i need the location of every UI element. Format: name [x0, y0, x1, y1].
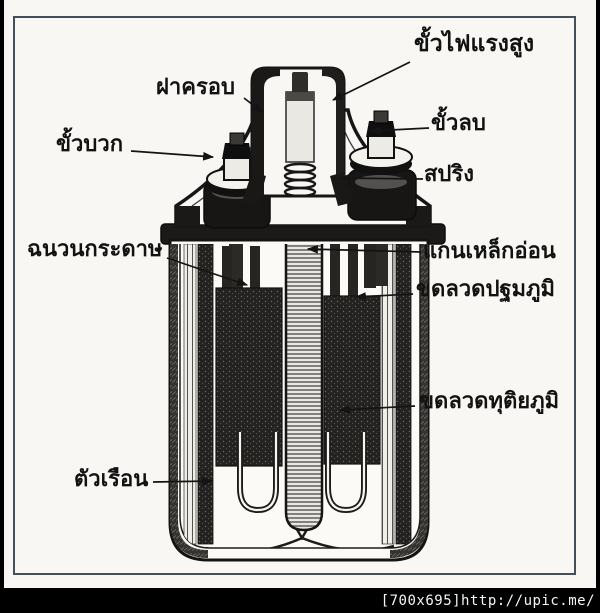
terminal-nut: [222, 143, 252, 159]
paper-insulator-left: [183, 244, 197, 545]
winding-lead: [222, 246, 232, 290]
insulator-waist: [367, 134, 395, 159]
negative-terminal-post: [374, 244, 388, 286]
label-positive-terminal: ขั้วบวก: [56, 132, 124, 157]
primary-winding-left: [197, 244, 214, 545]
terminal-stud: [229, 132, 245, 146]
winding-lead: [250, 246, 260, 290]
secondary-winding-left: [215, 287, 283, 467]
leader-hv-terminal: [332, 61, 411, 101]
hv-contact-body: [285, 91, 315, 163]
figure-frame: [13, 16, 576, 575]
terminal-stud: [373, 110, 389, 124]
label-paper-insulator: ฉนวนกระดาษ: [27, 237, 163, 262]
label-spring: สปริง: [424, 162, 474, 187]
leader-primary-coil: [354, 292, 414, 301]
winding-lead: [364, 244, 376, 288]
watermark-text: [700x695]http://upic.me/: [380, 592, 595, 609]
watermark-bar: [700x695]http://upic.me/: [0, 588, 600, 613]
label-cap: ฝาครอบ: [156, 75, 235, 100]
case-wall-left: [170, 244, 209, 558]
case-interior: [183, 244, 412, 548]
label-hv-terminal: ขั้วไฟแรงสูง: [414, 31, 535, 57]
label-iron-core: แกนเหล็กอ่อน: [423, 239, 556, 264]
leader-iron-core: [306, 244, 422, 254]
leader-lines: [130, 61, 430, 486]
leader-paper-insulator: [166, 257, 249, 287]
negative-terminal: [347, 110, 417, 221]
leader-secondary-coil: [338, 405, 416, 414]
secondary-winding-right: [323, 295, 381, 465]
label-negative-terminal: ขั้วลบ: [431, 111, 486, 136]
tower-wall-left: [252, 68, 280, 196]
winding-lead: [348, 244, 358, 296]
case-wall-right: [389, 244, 428, 558]
hv-tower: [242, 66, 354, 206]
label-case: ตัวเรือน: [74, 467, 149, 492]
winding-lead: [330, 244, 340, 296]
insulator-waist: [223, 156, 251, 181]
leader-positive: [130, 150, 215, 161]
hv-contact-stud: [292, 72, 308, 94]
leader-negative: [369, 126, 430, 135]
leader-spring: [338, 173, 424, 183]
case-inner-wall: [179, 244, 421, 549]
iron-core: [284, 244, 324, 532]
contact-spring: [283, 162, 317, 198]
label-primary-coil: ขดลวดปฐมภูมิ: [416, 277, 556, 302]
label-secondary-coil: ขดลวดทุติยภูมิ: [419, 389, 560, 414]
leader-cap: [243, 97, 263, 113]
bottom-loops: [237, 432, 367, 514]
leader-case: [152, 476, 214, 486]
primary-winding-right: [395, 244, 412, 545]
paper-insulator-right: [381, 244, 395, 545]
